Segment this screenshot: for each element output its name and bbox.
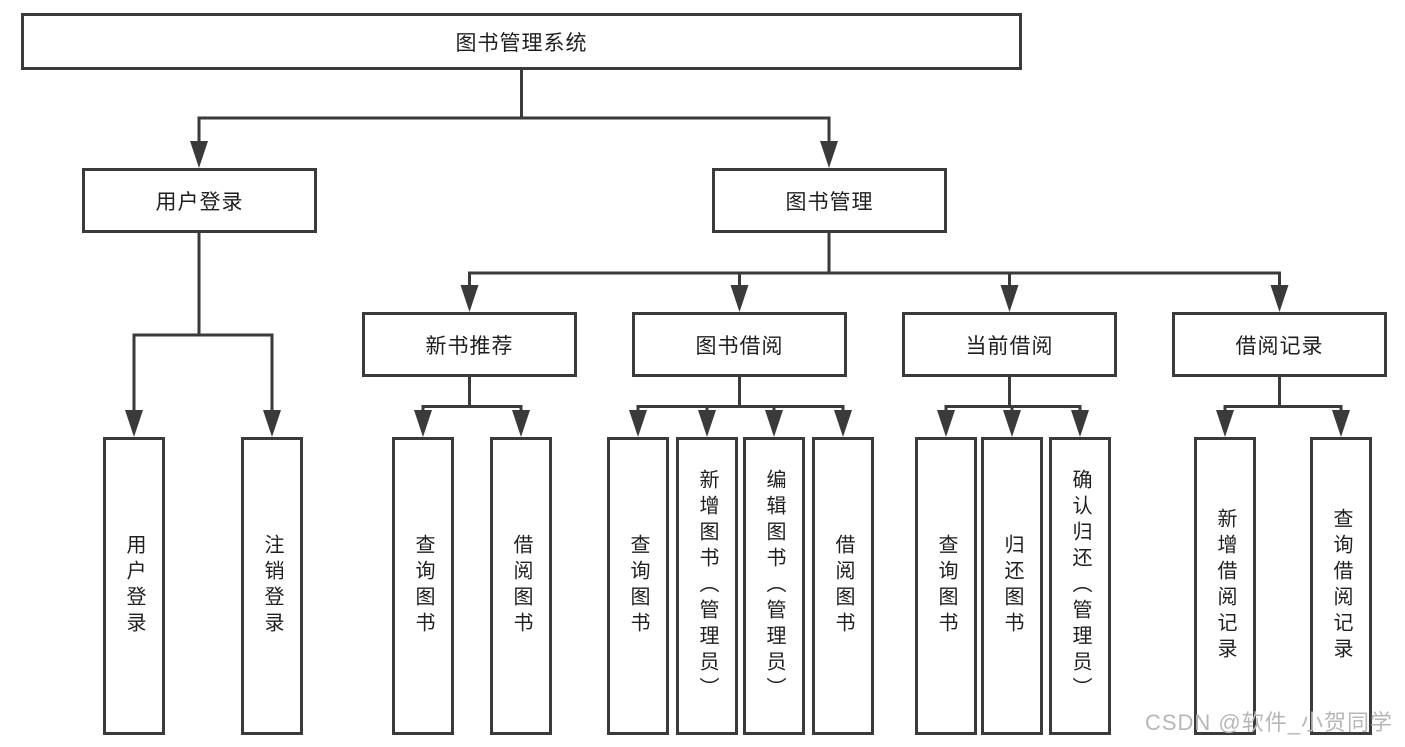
leaf-edit-book-admin: 编辑图书（管理员）	[743, 437, 805, 735]
node-label: 查询图书	[627, 534, 649, 638]
connector-user-login-children	[132, 233, 274, 414]
leaf-query-books-current: 查询图书	[915, 437, 977, 735]
node-label: 借阅记录	[1235, 334, 1324, 358]
node-label: 归还图书	[1001, 534, 1023, 638]
node-label: 新书推荐	[425, 334, 514, 358]
connector-book-management-children	[468, 233, 1281, 289]
node-label: 注销登录	[261, 534, 283, 638]
node-new-book-recommend: 新书推荐	[362, 312, 577, 377]
node-label: 借阅图书	[832, 534, 854, 638]
node-book-management: 图书管理	[712, 168, 947, 233]
node-label: 查询图书	[412, 534, 434, 638]
node-label: 查询借阅记录	[1330, 508, 1352, 664]
node-label: 图书借阅	[695, 334, 784, 358]
connector-book-borrow-children	[636, 377, 845, 414]
leaf-borrow-books-recommend: 借阅图书	[490, 437, 552, 735]
node-book-borrow: 图书借阅	[632, 312, 847, 377]
connector-new-book-recommend-children	[421, 377, 523, 414]
leaf-query-books-borrow: 查询图书	[607, 437, 669, 735]
node-label: 编辑图书（管理员）	[763, 469, 785, 703]
connector-borrow-records-children	[1223, 377, 1343, 414]
node-current-borrow: 当前借阅	[902, 312, 1117, 377]
node-label: 借阅图书	[510, 534, 532, 638]
connector-root-to-level2	[197, 70, 831, 145]
node-label: 新增图书（管理员）	[696, 469, 718, 703]
leaf-user-login: 用户登录	[103, 437, 165, 735]
connector-current-borrow-children	[944, 377, 1082, 414]
leaf-confirm-return-admin: 确认归还（管理员）	[1049, 437, 1111, 735]
node-library-management-system: 图书管理系统	[21, 13, 1022, 70]
node-label: 用户登录	[155, 190, 244, 214]
node-label: 当前借阅	[965, 334, 1054, 358]
node-label: 确认归还（管理员）	[1069, 469, 1091, 703]
leaf-return-book: 归还图书	[981, 437, 1043, 735]
arrowheads	[125, 141, 1350, 437]
leaf-add-book-admin: 新增图书（管理员）	[676, 437, 738, 735]
leaf-query-borrow-record: 查询借阅记录	[1310, 437, 1372, 735]
node-user-login: 用户登录	[82, 168, 317, 233]
node-borrow-records: 借阅记录	[1172, 312, 1387, 377]
node-label: 新增借阅记录	[1214, 508, 1236, 664]
node-label: 图书管理	[785, 190, 874, 214]
node-label: 查询图书	[935, 534, 957, 638]
leaf-borrow-books: 借阅图书	[812, 437, 874, 735]
leaf-query-books-recommend: 查询图书	[392, 437, 454, 735]
csdn-watermark: CSDN @软件_小贺同学	[1144, 710, 1393, 735]
node-label: 图书管理系统	[455, 31, 588, 55]
leaf-add-borrow-record: 新增借阅记录	[1194, 437, 1256, 735]
leaf-logout: 注销登录	[241, 437, 303, 735]
node-label: 用户登录	[123, 534, 145, 638]
